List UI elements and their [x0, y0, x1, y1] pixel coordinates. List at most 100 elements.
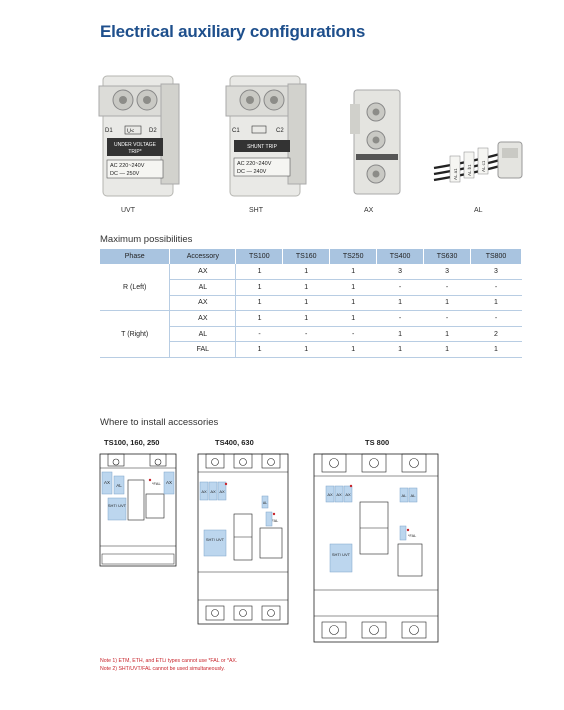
value-cell: - [376, 310, 424, 327]
table-header: TS630 [423, 249, 471, 264]
note-1: Note 1) ETM, ETH, and ETLi types cannot … [100, 658, 238, 664]
accessory-cell: AL [169, 326, 237, 343]
value-cell: 3 [376, 264, 424, 281]
uvt-face-line: TRIP* [128, 149, 141, 155]
product-label-sht: SHT [249, 207, 263, 214]
value-cell: 1 [235, 295, 283, 312]
value-cell: 1 [329, 295, 377, 312]
value-cell: - [329, 326, 377, 343]
value-cell: 1 [235, 310, 283, 327]
al-slot-label: AL [116, 483, 122, 488]
uvt-face-line: AC 220~240V [110, 163, 145, 169]
uvt-face-line: DC — 250V [110, 171, 140, 177]
value-cell: 1 [329, 264, 377, 281]
al-product-image: AL a1 AL b1 AL c1 [433, 141, 523, 183]
uvt-terminal-u: U< [127, 129, 134, 135]
value-cell: 1 [282, 264, 330, 281]
table-header: TS100 [235, 249, 284, 264]
accessory-cell: AX [169, 264, 237, 281]
ts100-install-diagram: AX AL SHT/ UVT AX *FAL [99, 453, 177, 567]
accessory-cell: AX [169, 295, 237, 312]
al-tag-text: AL b1 [467, 164, 472, 176]
fal-slot-label: *FAL [152, 481, 161, 486]
accessory-cell: AX [169, 310, 237, 327]
product-label-uvt: UVT [121, 207, 135, 214]
al-slot-label: AL [411, 493, 417, 498]
al-tag-text: AL a1 [453, 168, 458, 180]
value-cell: - [235, 326, 283, 343]
value-cell: - [423, 279, 471, 296]
table-row: AL - - - 1 1 2 [100, 326, 522, 343]
ax-slot-label: AX [327, 492, 333, 497]
phase-cell: R (Left) [100, 264, 171, 312]
value-cell: 1 [423, 295, 471, 312]
sht-product-image: C1 C2 SHUNT TRIP AC 220~240V DC — 240V [225, 75, 307, 197]
note-2: Note 2) SHT/UVT/FAL cannot be used simul… [100, 666, 225, 672]
value-cell: 1 [282, 310, 330, 327]
ax-slot-label: AX [345, 492, 351, 497]
ts800-install-diagram: AX AX AX AL AL *FAL SHT/ UVT [313, 453, 439, 643]
sht-face-line: AC 220~240V [237, 161, 272, 167]
uvt-product-image: D1 U< D2 UNDER VOLTAGE TRIP* AC 220~240V… [98, 75, 180, 197]
al-slot-label: AL [263, 501, 267, 505]
ax-slot-label: AX [336, 492, 342, 497]
value-cell: 1 [282, 279, 330, 296]
value-cell: - [470, 310, 522, 327]
sht-slot-label: SHT/ UVT [108, 503, 127, 508]
max-possibilities-heading: Maximum possibilities [100, 234, 193, 245]
al-tag-text: AL c1 [481, 160, 486, 172]
table-header: TS160 [282, 249, 331, 264]
uvt-terminal-d1: D1 [105, 128, 113, 134]
value-cell: 1 [376, 341, 424, 359]
value-cell: 1 [282, 341, 330, 359]
fal-slot-label: *FAL [408, 534, 416, 538]
value-cell: 1 [423, 341, 471, 359]
value-cell: 1 [235, 279, 283, 296]
ax-product-image [350, 89, 401, 195]
value-cell: 1 [376, 295, 424, 312]
table-header: Accessory [169, 249, 237, 264]
product-label-al: AL [474, 207, 483, 214]
sht-terminal-c1: C1 [232, 128, 240, 134]
table-header: Phase [100, 249, 171, 264]
value-cell: - [376, 279, 424, 296]
table-row: R (Left) AX 1 1 1 3 3 3 [100, 264, 522, 312]
max-possibilities-table: Phase Accessory TS100 TS160 TS250 TS400 … [100, 249, 522, 359]
phase-cell: T (Right) [100, 310, 171, 359]
table-row: T (Right) AX 1 1 1 - - - [100, 310, 522, 359]
table-header: TS400 [376, 249, 425, 264]
value-cell: 1 [329, 341, 377, 359]
value-cell: - [282, 326, 330, 343]
value-cell: - [423, 310, 471, 327]
value-cell: 1 [282, 295, 330, 312]
accessory-cell: FAL [169, 341, 237, 359]
ax-slot-label: AX [201, 489, 207, 494]
value-cell: 1 [423, 326, 471, 343]
diagram-title-ts800: TS 800 [365, 438, 390, 447]
value-cell: 1 [376, 326, 424, 343]
table-header-row: Phase Accessory TS100 TS160 TS250 TS400 … [100, 249, 522, 264]
sht-face-line: SHUNT TRIP [247, 144, 277, 150]
sht-slot-label: SHT/ UVT [332, 552, 351, 557]
ax-slot-label: AX [166, 480, 172, 485]
table-row: AX 1 1 1 1 1 1 [100, 295, 522, 312]
uvt-terminal-d2: D2 [149, 128, 157, 134]
value-cell: 3 [470, 264, 522, 281]
table-header: TS250 [329, 249, 378, 264]
value-cell: 3 [423, 264, 471, 281]
value-cell: 1 [470, 341, 522, 359]
ax-slot-label: AX [210, 489, 216, 494]
install-heading: Where to install accessories [100, 417, 219, 428]
value-cell: 1 [235, 341, 283, 359]
fal-slot-label: *FAL [270, 519, 278, 523]
ax-slot-label: AX [104, 480, 110, 485]
value-cell: 1 [470, 295, 522, 312]
value-cell: - [470, 279, 522, 296]
ts400-install-diagram: AX AX AX AL *FAL SHT/ UVT [197, 453, 289, 625]
value-cell: 2 [470, 326, 522, 343]
ax-slot-label: AX [219, 489, 225, 494]
value-cell: 1 [235, 264, 283, 281]
value-cell: 1 [329, 310, 377, 327]
sht-slot-label: SHT/ UVT [206, 537, 225, 542]
page-title: Electrical auxiliary configurations [100, 22, 366, 41]
